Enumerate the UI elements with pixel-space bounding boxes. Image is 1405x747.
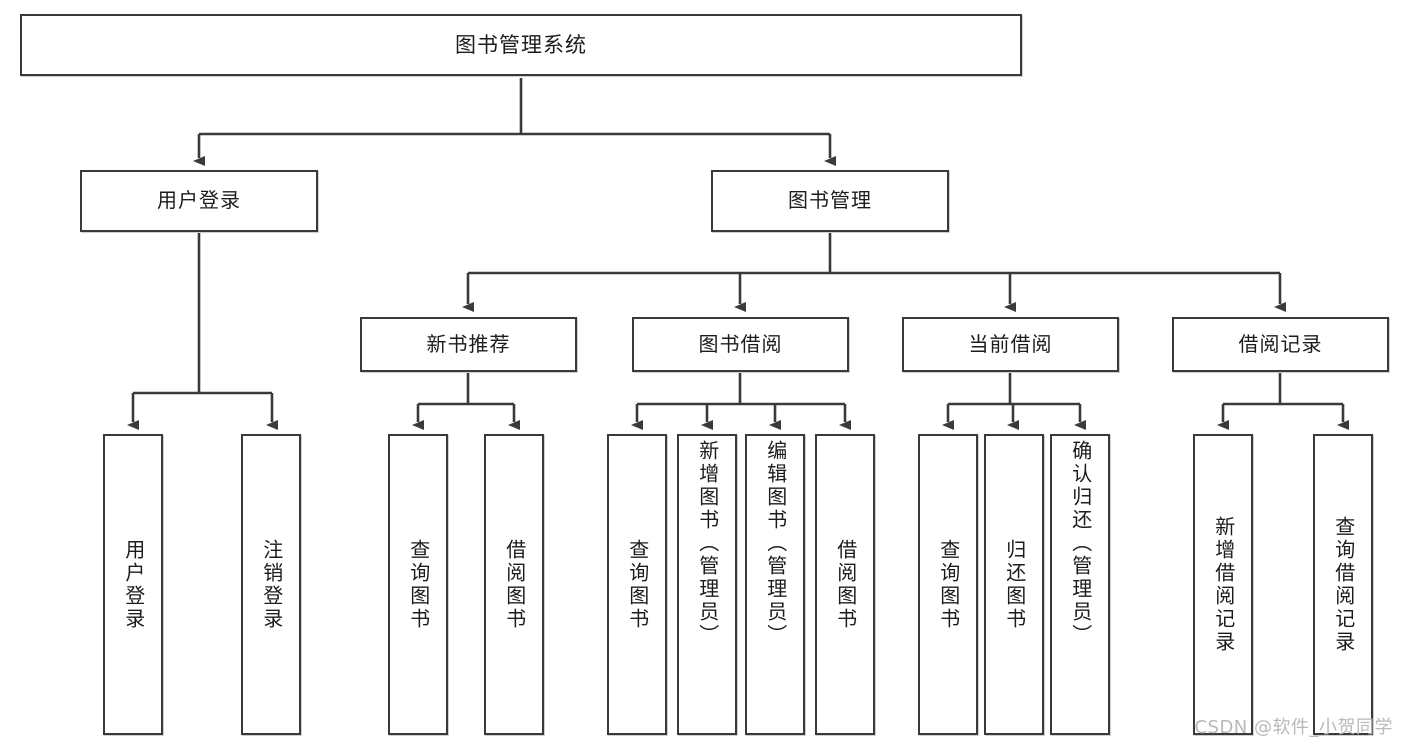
node-label: 新增图书（管理员） [695, 440, 720, 647]
node-label: 图书管理系统 [455, 32, 587, 57]
node-label: 图书借阅 [698, 331, 783, 356]
node-label: 借阅图书 [833, 538, 858, 631]
node-current-borrowing[interactable]: 当前借阅 [902, 317, 1119, 372]
edges-bookmanage-to-level3 [462, 233, 1286, 312]
node-label: 注销登录 [259, 538, 284, 631]
csdn-watermark: CSDN @软件_小贺同学 [1194, 717, 1393, 738]
edges-userlogin-to-leaves [127, 233, 278, 430]
node-label: 用户登录 [157, 188, 241, 213]
node-label: 编辑图书（管理员） [763, 440, 788, 647]
leaf-query-book-current[interactable]: 查询图书 [918, 434, 978, 735]
leaf-borrow-book-new-book[interactable]: 借阅图书 [484, 434, 544, 735]
leaf-edit-book-admin[interactable]: 编辑图书（管理员） [745, 434, 805, 735]
node-label: 确认归还（管理员） [1068, 440, 1093, 647]
leaf-logout-login[interactable]: 注销登录 [241, 434, 301, 735]
edges-newbookrec-to-leaves [412, 373, 520, 430]
edges-currentborrow-to-leaves [942, 373, 1086, 430]
node-user-login[interactable]: 用户登录 [80, 170, 318, 232]
node-new-book-recommendation[interactable]: 新书推荐 [360, 317, 577, 372]
node-root-book-management-system[interactable]: 图书管理系统 [20, 14, 1022, 76]
node-borrowing-records[interactable]: 借阅记录 [1172, 317, 1389, 372]
node-label: 当前借阅 [968, 331, 1053, 356]
edges-borrowrecord-to-leaves [1217, 373, 1349, 430]
leaf-query-book-borrow[interactable]: 查询图书 [607, 434, 667, 735]
leaf-add-borrow-record[interactable]: 新增借阅记录 [1193, 434, 1253, 735]
node-label: 查询图书 [406, 538, 431, 631]
leaf-add-book-admin[interactable]: 新增图书（管理员） [677, 434, 737, 735]
leaf-user-login[interactable]: 用户登录 [103, 434, 163, 735]
node-label: 查询图书 [625, 538, 650, 631]
node-book-management[interactable]: 图书管理 [711, 170, 949, 232]
node-label: 借阅图书 [502, 538, 527, 631]
node-label: 借阅记录 [1238, 331, 1323, 356]
edges-root-to-level2 [193, 78, 836, 166]
node-label: 图书管理 [788, 188, 872, 213]
node-label: 用户登录 [121, 538, 146, 631]
node-book-borrowing[interactable]: 图书借阅 [632, 317, 849, 372]
leaf-borrow-book-borrow[interactable]: 借阅图书 [815, 434, 875, 735]
node-label: 查询图书 [936, 538, 961, 631]
node-label: 归还图书 [1002, 538, 1027, 631]
leaf-query-book-new-book[interactable]: 查询图书 [388, 434, 448, 735]
node-label: 查询借阅记录 [1331, 515, 1356, 654]
leaf-query-borrow-record[interactable]: 查询借阅记录 [1313, 434, 1373, 735]
leaf-confirm-return-admin[interactable]: 确认归还（管理员） [1050, 434, 1110, 735]
edges-bookborrow-to-leaves [631, 373, 851, 430]
leaf-return-book[interactable]: 归还图书 [984, 434, 1044, 735]
node-label: 新书推荐 [426, 331, 511, 356]
node-label: 新增借阅记录 [1211, 515, 1236, 654]
